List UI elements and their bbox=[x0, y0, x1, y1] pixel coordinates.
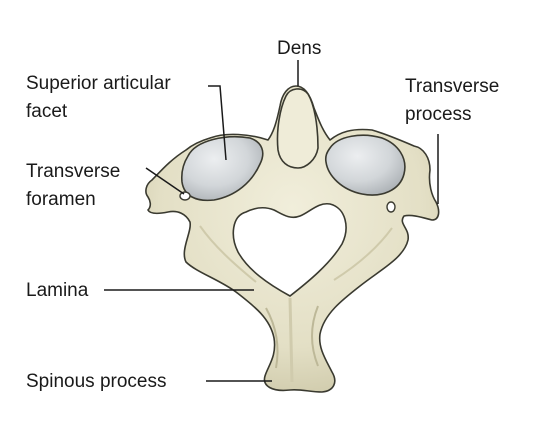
right-articular-facet bbox=[324, 134, 406, 196]
leader-transverse-foramen bbox=[145, 167, 185, 195]
left-articular-facet bbox=[180, 136, 264, 202]
vertebral-foramen bbox=[232, 202, 347, 297]
label-transverse-foramen-line1: Transverse bbox=[26, 161, 121, 182]
leader-superior-articular-facet bbox=[208, 85, 227, 161]
label-transverse-process-line2: process bbox=[405, 104, 472, 125]
label-transverse-foramen-line2: foramen bbox=[26, 189, 96, 210]
label-superior-articular-facet-line1: Superior articular bbox=[26, 73, 171, 94]
right-transverse-foramen bbox=[386, 201, 396, 213]
left-transverse-foramen bbox=[179, 191, 191, 201]
label-transverse-process-line1: Transverse bbox=[405, 76, 500, 97]
dens-process bbox=[276, 88, 319, 169]
label-spinous-process: Spinous process bbox=[26, 371, 167, 392]
label-dens: Dens bbox=[277, 38, 322, 59]
label-superior-articular-facet-line2: facet bbox=[26, 101, 68, 122]
label-lamina: Lamina bbox=[26, 280, 89, 301]
